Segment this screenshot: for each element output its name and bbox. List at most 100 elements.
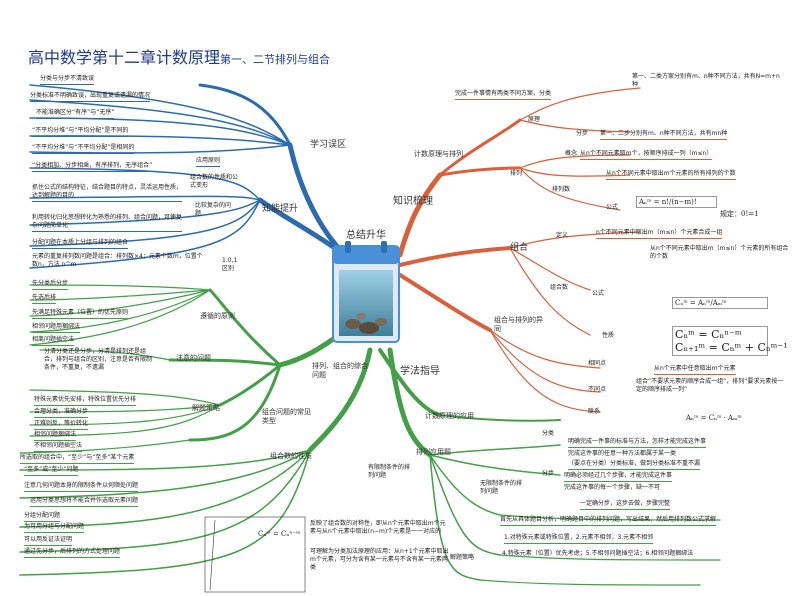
ability-item: “分类相加、分步相乘，有序排列，无序组合” [32, 162, 153, 172]
study-error-item: 分类与分步不清致误 [40, 75, 95, 85]
comb-def: 定义 [556, 232, 569, 239]
app-method-label: 解题策略 [450, 554, 475, 561]
comb-property: Cₙᵐ = Cₙⁿ⁻ᵐ Cₙ₊₁ᵐ = Cₙᵐ + Cₙᵐ⁻¹ [672, 326, 788, 356]
attention-item: 先分类后分步 [32, 280, 69, 290]
property-item: 为可用分组与分配问题 [24, 523, 85, 533]
branch-application: 计数原理的应用 [425, 412, 474, 420]
combo-type-item: 分组分配问题 [24, 512, 61, 522]
ability-tag: 1.0,1 区别 [222, 257, 238, 272]
diff-diff-text: 组合“不要求元素的顺序合成一组”，排列“要求元素按一定的顺序排成一列” [636, 378, 784, 393]
comb-formula-label: 公式 [592, 290, 605, 297]
perm-formula: Aₙᵐ = n!/(n−m)! [636, 196, 717, 208]
property-item: 通过先分步，后排列的方式处理问题 [24, 548, 121, 558]
attention-item: 相邻问题用捆绑法 [32, 323, 81, 333]
knowledge-diff: 组合与排列的异同 [494, 316, 543, 333]
app-perm: 排列应用题 [416, 448, 451, 456]
counting-step: 分步 [576, 130, 589, 137]
combo-type-item: “至多”或“至少”问题 [24, 466, 79, 476]
app-m3: 4.特殊元素（位置）优先考虑；5.不相邻问题插空法；6.相邻问题捆绑法 [502, 550, 694, 557]
study-error-item: 不能准确区分“有序”与“无序” [36, 109, 115, 119]
diff-link-text: Aₙᵐ = Cₙᵐ · Aₘᵐ [686, 414, 742, 422]
combo-problems-text: 所选取的组合中，“至少”与“至多”某个元素 [20, 454, 135, 464]
knowledge-counting: 计数原理与排列 [414, 150, 463, 158]
branch-methods: 学法指导 [400, 366, 440, 377]
study-error-item: 分类标准不明确致误，出现重复或遗漏的情况 [30, 92, 151, 102]
app-cat: 分类 [542, 430, 555, 437]
app-limited: 有限制条件的排列问题 [368, 464, 411, 479]
app-cat-text3: （要点在分类）分类标准，做到分类标准不重不漏 [568, 460, 701, 470]
knowledge-combination: 组合 [510, 243, 529, 253]
app-step-text: 明确必须经过几个步骤，才能完成这件事 [564, 472, 673, 482]
ability-tag: 应用原则 [196, 157, 221, 167]
perm-label: 排列 [510, 170, 523, 177]
methods-notes: 注意的问题 [176, 354, 211, 362]
comb-def-text: n个不同元素中取出m（m≤n）个元素合成一组 [596, 229, 723, 239]
study-error-item: “不平均分堆”与“平均分配”是不同的 [32, 127, 129, 137]
strategy-item: 特殊元素优先安排，特殊位置优先分排 [34, 396, 137, 406]
comb-formula: Cₙᵐ = Aₙᵐ/Aₘᵐ [672, 297, 768, 309]
ability-item: 利用转化归化思想转化为熟悉的排列、组合问题，可使复杂问题简单化 [32, 214, 182, 232]
strategy-item: 不相邻问题插空法 [34, 442, 83, 452]
diff-same-text: 从n个元素中任意取出m个元素 [654, 365, 736, 375]
calendar-icon [332, 241, 400, 343]
ability-item: 抓住公式的结构特征，结合题目的特点，灵活运用性质，达到解题的目的 [32, 184, 182, 202]
diff-same: 相同点 [588, 360, 607, 367]
comb-property-2: Cₙ₊₁ᵐ = Cₙᵐ + Cₙᵐ⁻¹ [675, 341, 788, 354]
combo-type-item: 运用分类思想将不能合并作选取元素问题 [30, 497, 139, 507]
diff-link: 联系 [588, 408, 601, 415]
notes-text: 分清分类还是分步，分清是排列还是组合，排列与组合的区别，注意是否有限制条件，不重… [44, 348, 153, 371]
property-item: 可以用反证法证明 [24, 536, 73, 546]
app-unlimited: 无限制条件的排列问题 [480, 480, 523, 495]
app-m2: 1.对特殊元素或特殊位置，2.元素不相邻，3.元素不相邻 [504, 534, 654, 544]
branch-study-errors: 学习误区 [310, 140, 347, 150]
ability-tag: 比较复杂的问题 [195, 202, 232, 217]
title-sub: 第一、二节排列与组合 [220, 53, 331, 66]
strategy-item: 相邻问题捆绑法 [34, 431, 77, 441]
formula-box-text: 反映了组合数的对称性，即从n个元素中取出m个元素与从n个元素中取出(n−m)个元… [310, 520, 446, 535]
counting-principle-text: 完成一件事情有两类不同方案，分类 [455, 90, 552, 100]
title-main: 高中数学第十二章计数原理 [28, 48, 221, 67]
app-step-text2: 完成这件事的每一个步骤，缺一不可 [564, 484, 661, 491]
study-error-item: “不平均分堆”与“不平均分配”是相同的 [32, 144, 135, 154]
ability-tag: 组合数的性质和公式变形 [190, 174, 239, 189]
ability-item: 元素的重复排列数问题是组合：排列数×4；元素个数m，位置个数n，方法 n^m [32, 253, 203, 268]
perm-number: 排列数 [552, 186, 571, 193]
perm-concept: 概念 [565, 150, 578, 157]
app-cat-text2: 完成这件事的任意一种方法都属于某一类 [568, 450, 677, 457]
green-branch-lines [19, 284, 721, 586]
perm-formula-note: 规定：0!=1 [720, 210, 759, 218]
branch-knowledge: 知识梳理 [393, 196, 433, 207]
strategy-item: 合理分类，准确分步 [34, 408, 89, 418]
attention-item: 先满足特殊元素（位置）的优先原则 [32, 309, 129, 319]
counting-principle-1: 第一、二类方案分别有m、n种不同方法，共有N=m+n种 [632, 73, 780, 88]
methods-attention: 遵循的原则 [200, 312, 235, 320]
comb-property-label: 性质 [602, 332, 615, 339]
diff-diff: 不同点 [588, 386, 607, 393]
counting-principle: 原理 [528, 116, 541, 123]
attention-item: 先选后排 [32, 294, 57, 304]
comb-property-1: Cₙᵐ = Cₙⁿ⁻ᵐ [675, 328, 742, 341]
formula-box-text2: 可理解为分类加法原理的应用：从n+1个元素中取出m个元素，可分为含有某一元素与不… [310, 548, 449, 571]
methods-combo-types: 组合问题的常见类型 [262, 408, 311, 425]
strategy-item: 正难则反，等价转化 [34, 420, 89, 430]
app-cat-text: 明确完成一件事的标准与方法，怎样才能完成这件事 [568, 438, 707, 448]
perm-concept-text: 从n个不同元素取m个，按顺序排成一列（m≤n） [580, 150, 713, 160]
page-title: 高中数学第十二章计数原理第一、二节排列与组合 [28, 48, 330, 70]
methods-properties: 组合数的性质 [270, 452, 312, 460]
comb-number: 组合数 [550, 284, 569, 291]
perm-formula-label: 公式 [606, 204, 619, 211]
methods-strategy: 解题策略 [192, 404, 220, 412]
red-branch-lines [397, 87, 641, 413]
counting-step-text: 第一、二步分别有m、n种不同方法，共有mn种 [600, 130, 728, 140]
comb-number-text: 从n个不同元素中取出m（m≤n）个元素的所有组合的个数 [650, 245, 789, 260]
center-label: 总结升华 [346, 230, 386, 241]
combo-type-item: 注意几何问题本身的限制条件以何顺处问题 [24, 482, 139, 492]
blue-branch-lines [29, 83, 348, 269]
app-unlimited-text: 一定确分步，这步去做，步骤完整 [580, 500, 671, 510]
methods-combo-problems: 排列、组合的综合问题 [312, 362, 368, 379]
perm-number-text: 从n个不同元素中取出m个元素的所有排列的个数 [606, 170, 736, 180]
app-m1: 首先从具体题目分析，明确题目中的排列问题，写出结果，然后用排列数公式求解 [500, 516, 717, 526]
app-step: 分步 [542, 470, 555, 477]
branch-ability: 知能提升 [262, 204, 299, 214]
ability-item: 分配问题在本质上分组与排列的组合 [32, 239, 129, 249]
